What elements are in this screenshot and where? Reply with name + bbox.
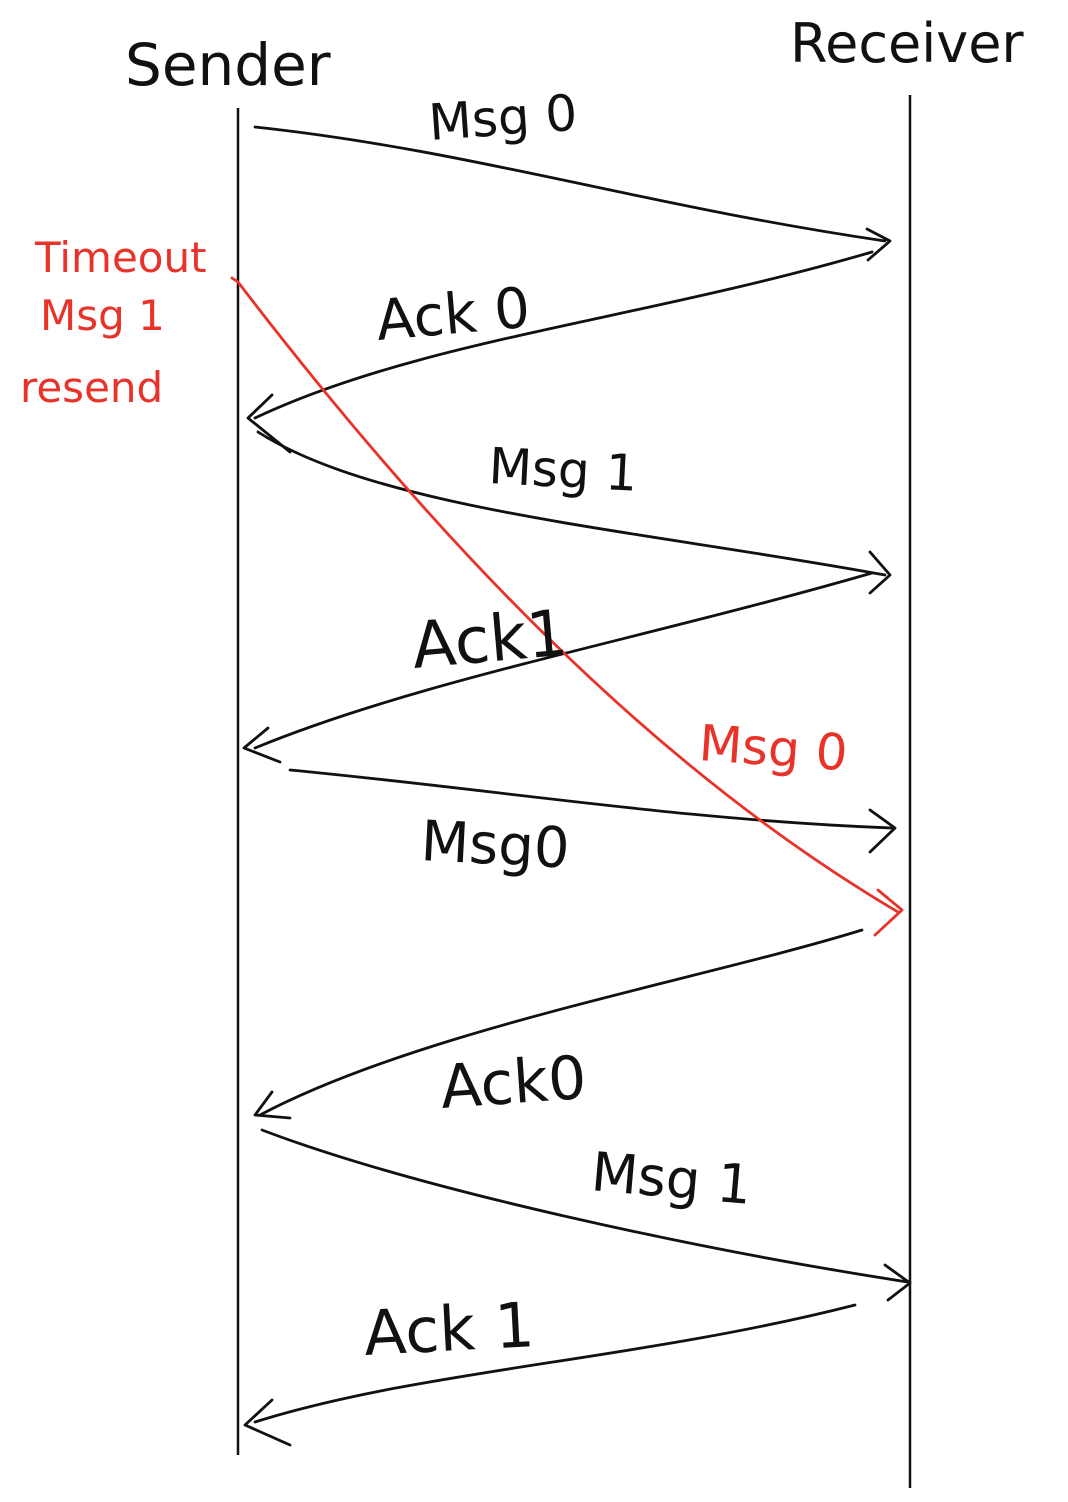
arrow-ack1 — [253, 571, 874, 750]
arrowhead-ack1-second — [243, 1398, 292, 1447]
arrowhead-ack1 — [242, 726, 282, 764]
arrow-msg1-second — [260, 1128, 910, 1284]
timeout-annotation-line2: Msg 1 — [40, 291, 165, 340]
timeout-annotation-line1: Timeout — [34, 233, 207, 282]
arrowhead-timeout-resend — [873, 888, 904, 937]
arrow-ack0 — [253, 250, 874, 420]
arrow-msg1 — [256, 430, 887, 577]
receiver-label: Receiver — [790, 12, 1024, 75]
arrowhead-ack0 — [246, 393, 292, 454]
arrowhead-ack0-second — [253, 1090, 292, 1120]
arrow-timeout-resend — [230, 276, 900, 914]
sender-label: Sender — [125, 31, 331, 99]
arrow-msg0-second — [288, 768, 894, 830]
ack-label: Ack 1 — [362, 1288, 536, 1370]
arrow-ack0-second — [258, 928, 864, 1117]
ack-label: Ack0 — [438, 1043, 588, 1123]
ack-label: Ack1 — [409, 597, 570, 684]
msg-label: Msg 1 — [487, 437, 638, 503]
arrow-ack1-second — [253, 1303, 857, 1424]
timeout-annotation-line3: resend — [20, 363, 163, 412]
arrowhead-msg1-second — [883, 1263, 912, 1302]
msg-label: Msg 1 — [589, 1140, 754, 1217]
arrowhead-msg0-second — [868, 808, 897, 854]
arrow-msg0 — [253, 125, 887, 243]
ack-label: Ack 0 — [374, 276, 533, 354]
msg-label: Msg 0 — [427, 84, 579, 152]
msg-label: Msg0 — [419, 809, 571, 882]
arrowhead-msg1 — [868, 550, 892, 595]
arrowhead-msg0 — [865, 227, 892, 262]
resent-msg-label: Msg 0 — [697, 714, 849, 782]
